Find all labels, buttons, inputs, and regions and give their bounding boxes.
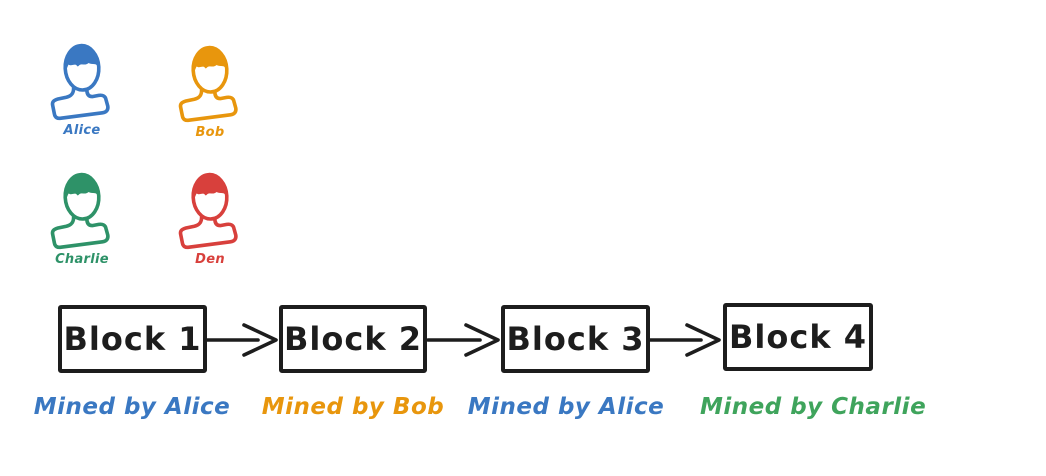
mined-by-label-block-2: Mined by Bob (261, 394, 445, 420)
person-icon (50, 43, 110, 121)
block-label: Block 4 (729, 318, 867, 356)
block-3: Block 3 (501, 305, 650, 373)
person-name: Den (195, 252, 225, 267)
block-label: Block 3 (506, 320, 645, 358)
person-name: Alice (63, 123, 101, 138)
mined-by-label-block-1: Mined by Alice (33, 394, 231, 420)
block-4: Block 4 (723, 303, 873, 371)
block-2: Block 2 (279, 305, 427, 373)
person-alice: Alice (46, 41, 118, 138)
block-1: Block 1 (58, 305, 207, 373)
person-name: Bob (195, 125, 225, 140)
person-icon (50, 172, 110, 250)
person-icon (178, 172, 238, 250)
arrow-icon (648, 323, 721, 357)
block-label: Block 1 (63, 320, 202, 358)
person-bob: Bob (174, 43, 246, 140)
block-label: Block 2 (284, 320, 422, 358)
person-icon (178, 45, 238, 123)
arrow-icon (205, 323, 278, 357)
mined-by-label-block-3: Mined by Alice (467, 394, 665, 420)
person-charlie: Charlie (46, 170, 118, 267)
person-den: Den (174, 170, 246, 267)
mined-by-label-block-4: Mined by Charlie (700, 394, 927, 420)
person-name: Charlie (55, 252, 109, 267)
arrow-icon (426, 323, 500, 357)
